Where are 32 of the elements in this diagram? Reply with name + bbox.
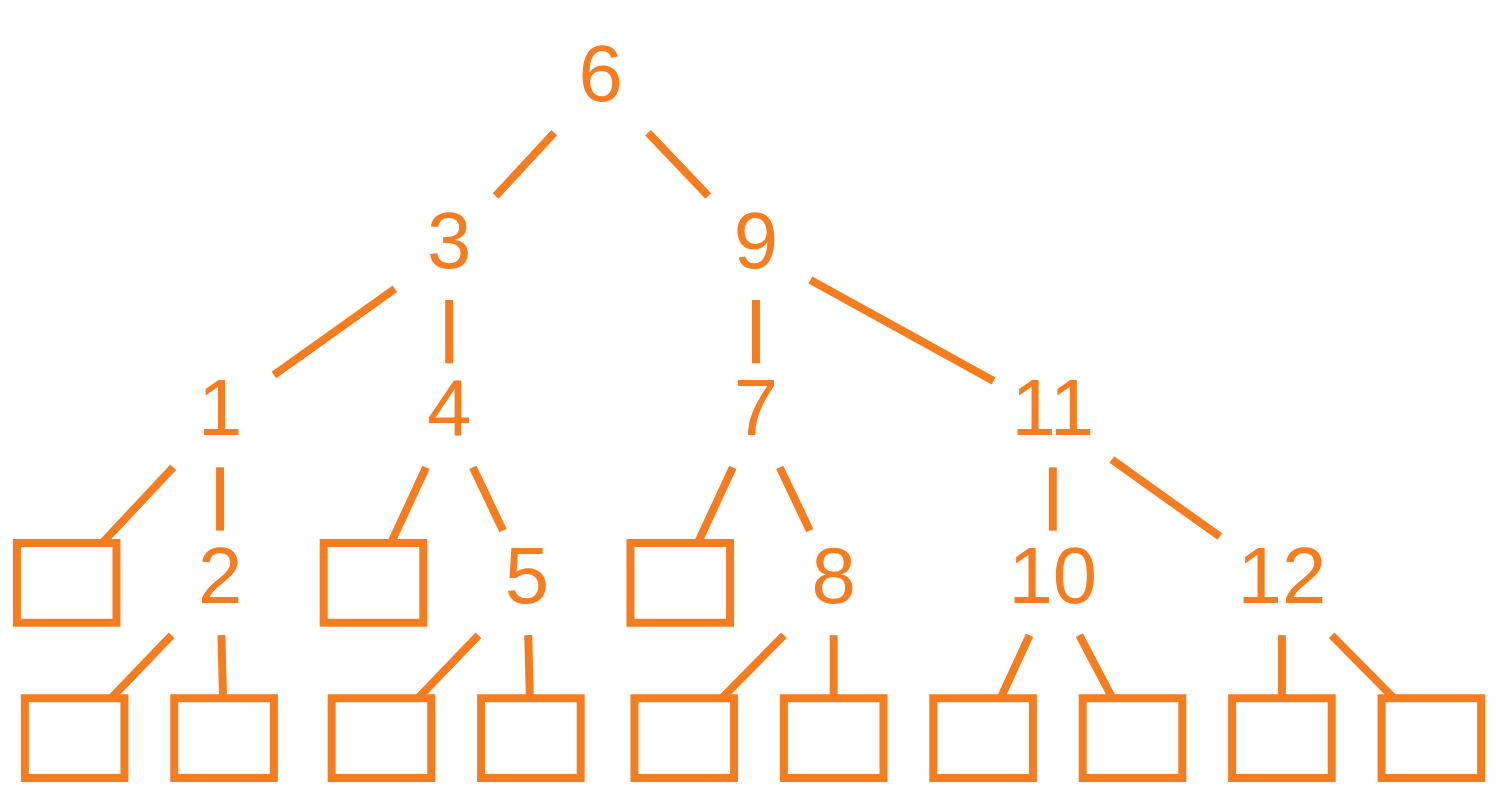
connector — [645, 129, 712, 199]
node-box — [1228, 694, 1336, 782]
node-box — [319, 538, 428, 627]
node-box — [1377, 694, 1486, 782]
node-text: 3 — [427, 196, 472, 286]
connector — [469, 465, 507, 533]
connector — [271, 285, 398, 379]
connector — [1109, 456, 1223, 540]
node-text: 10 — [1008, 530, 1098, 620]
node-box — [779, 694, 888, 782]
node-box — [327, 694, 436, 782]
node-box — [630, 694, 739, 782]
node-text: 2 — [197, 530, 243, 620]
node-box — [12, 538, 121, 627]
node-text: 1 — [197, 363, 243, 453]
node-text: 8 — [811, 530, 856, 620]
node-text: 11 — [1011, 363, 1095, 453]
node-text: 12 — [1237, 530, 1327, 620]
connector — [492, 129, 558, 199]
node-box — [20, 694, 129, 782]
node-text: 4 — [427, 363, 472, 453]
node-box — [929, 694, 1037, 782]
node-box — [170, 694, 278, 782]
node-box — [1078, 694, 1187, 782]
connector — [776, 465, 814, 533]
node-text: 5 — [504, 530, 550, 620]
node-text: 9 — [733, 196, 779, 286]
node-box — [477, 694, 585, 782]
connector — [808, 276, 996, 385]
node-text: 7 — [733, 363, 779, 453]
node-text: 6 — [578, 28, 623, 118]
node-box — [626, 538, 735, 627]
